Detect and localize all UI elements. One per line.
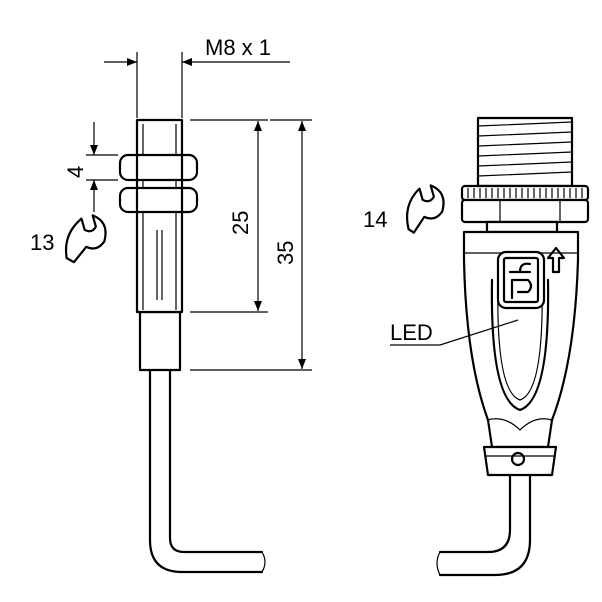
nut-height-label: 4 [63,166,88,178]
led-callout: LED [390,319,519,346]
arrow-up-icon [546,246,566,274]
dimension-thread-length: 25 [190,119,268,313]
wrench-left-label: 13 [30,230,54,255]
knurled-nut [460,184,590,202]
led-label: LED [390,320,433,345]
dimension-nut-height: 4 [63,122,118,212]
wrench-13: 13 [30,214,107,264]
thread-label: M8 x 1 [205,35,271,60]
led-indicator [510,451,526,467]
dimension-total-length: 35 [190,119,312,371]
total-length-label: 35 [273,241,298,265]
connector-collar [482,445,558,477]
nut-upper [118,153,199,182]
wrench-right-label: 14 [363,207,387,232]
nut-lower [118,186,199,214]
thread-length-label: 25 [228,211,253,235]
sensor-shaft [138,310,182,372]
sensor-thread-body [135,118,184,314]
cylindrical-sensor [118,118,266,574]
wrench-14: 14 [363,184,445,234]
dimension-thread: M8 x 1 [104,35,290,118]
connector-cable [438,473,532,577]
connector-sensor [436,116,590,577]
sensor-cable [148,368,264,574]
